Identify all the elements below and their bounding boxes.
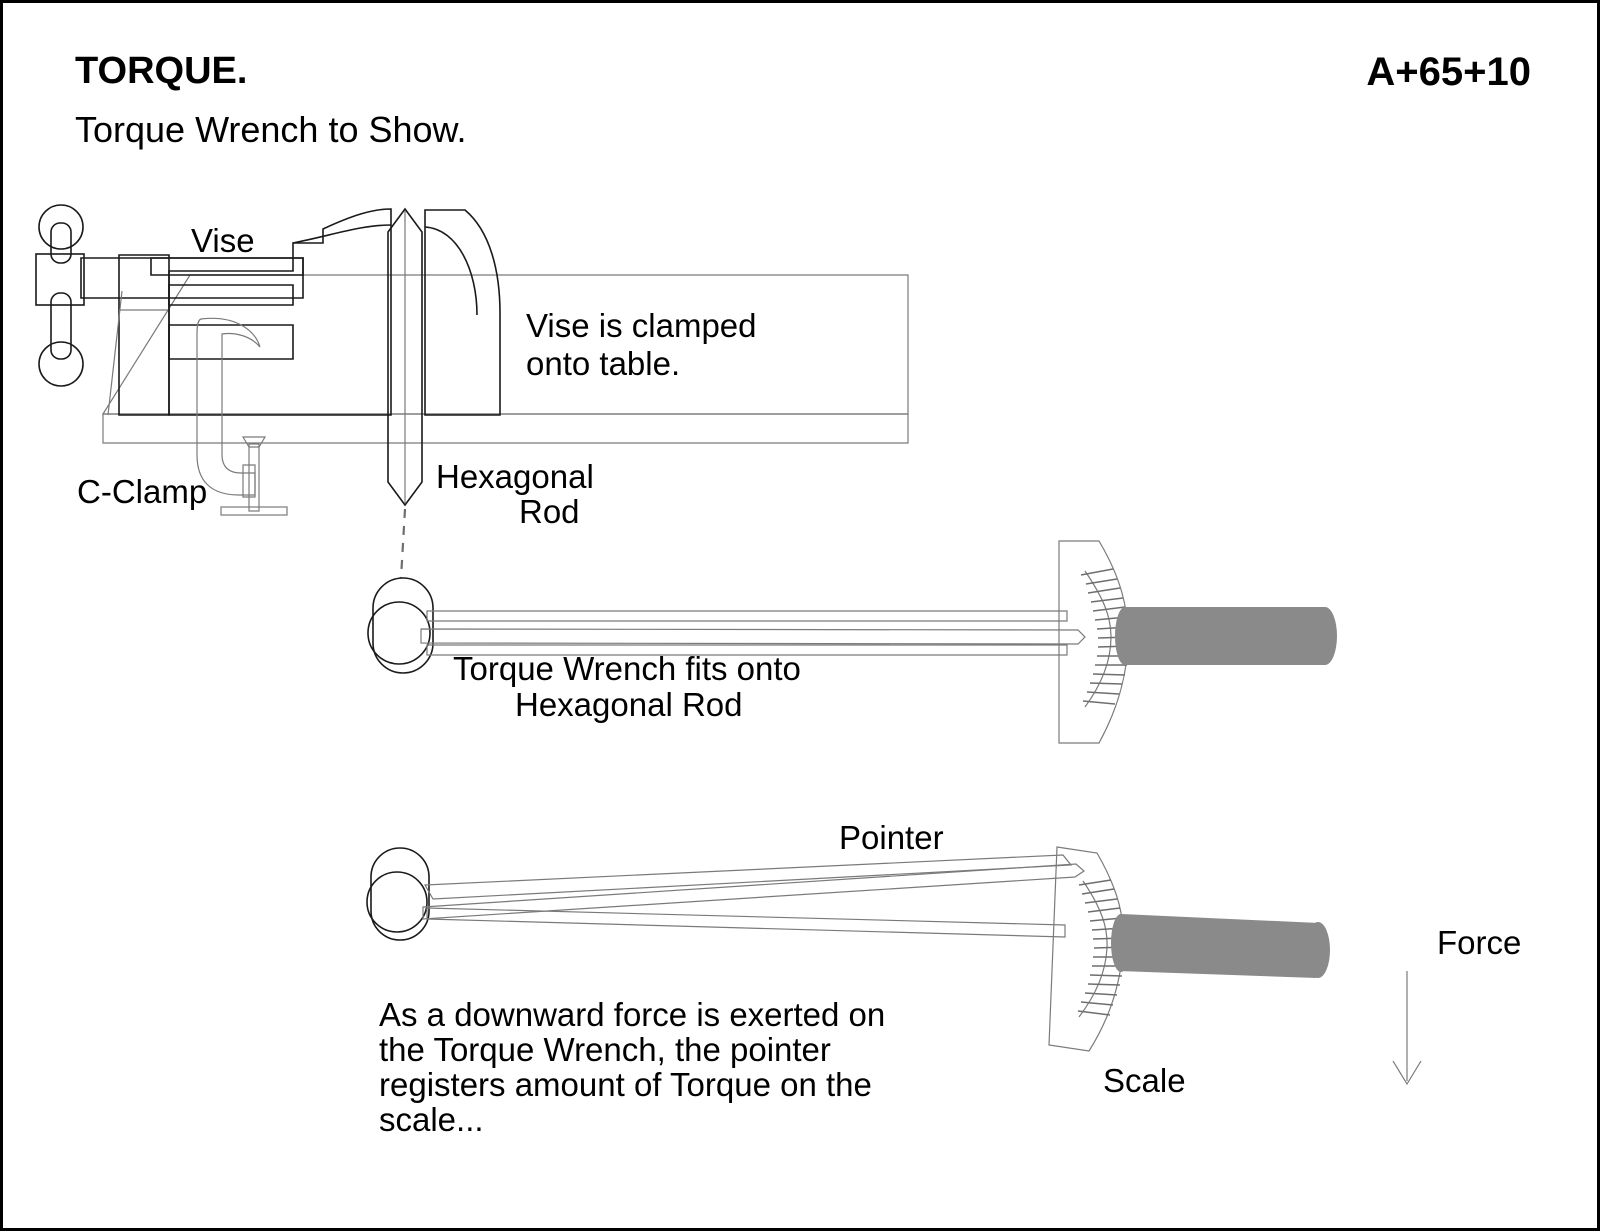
page-title: TORQUE. bbox=[75, 50, 247, 92]
body-text-line4: scale... bbox=[379, 1101, 484, 1138]
wrench-beam bbox=[426, 610, 1068, 656]
vise-fixed-jaw-shoulder bbox=[424, 226, 478, 316]
beam-lower-rail bbox=[426, 644, 1068, 656]
label-scale: Scale bbox=[1103, 1062, 1186, 1099]
socket-capsule bbox=[372, 577, 434, 674]
c-clamp-screw-pad bbox=[241, 436, 267, 448]
vise-screw-rails bbox=[80, 257, 304, 299]
table-front-edge bbox=[102, 413, 909, 444]
vise-body-shoulder bbox=[292, 224, 392, 244]
vise-handle-block bbox=[35, 253, 85, 306]
hexagonal-rod bbox=[387, 207, 423, 507]
c-clamp-frame bbox=[196, 317, 261, 496]
vise-handle-lower-shaft bbox=[50, 292, 72, 360]
label-hex-rod-line1: Hexagonal bbox=[436, 458, 594, 495]
grip-body-flexed bbox=[1118, 914, 1319, 978]
force-arrow bbox=[1392, 971, 1422, 1086]
vise-handle-top-shaft bbox=[50, 222, 72, 264]
vise-rail-upper bbox=[80, 257, 304, 299]
vise-handle bbox=[35, 204, 85, 387]
label-vise-clamped-line2: onto table. bbox=[526, 345, 680, 382]
label-c-clamp: C-Clamp bbox=[77, 473, 207, 510]
label-fits-line2: Hexagonal Rod bbox=[515, 686, 743, 723]
body-text-line3: registers amount of Torque on the bbox=[379, 1066, 872, 1103]
wrench-relaxed-panel: Torque Wrench fits onto Hexagonal Rod bbox=[367, 540, 1337, 744]
c-clamp-tommy-bar bbox=[220, 506, 288, 516]
vise-assembly-panel: Vise Vise is clamped onto table. C-Clamp… bbox=[35, 204, 909, 530]
torque-diagram: TORQUE. A+65+10 Torque Wrench to Show. bbox=[35, 50, 1531, 1138]
label-hex-rod-line2: Rod bbox=[519, 493, 580, 530]
beam-upper-rail bbox=[426, 610, 1068, 622]
label-pointer: Pointer bbox=[839, 819, 944, 856]
label-vise-clamped-line1: Vise is clamped bbox=[526, 307, 757, 344]
vise-handle-top-ball bbox=[38, 204, 84, 250]
page-subtitle: Torque Wrench to Show. bbox=[75, 109, 467, 150]
grip-collar bbox=[1115, 607, 1135, 665]
wrench-grip bbox=[1115, 607, 1337, 665]
hexagonal-rod-body bbox=[387, 207, 423, 507]
c-clamp-foot bbox=[242, 464, 256, 498]
vise-fixed-jaw bbox=[424, 209, 501, 416]
socket-capsule-flexed bbox=[370, 847, 430, 941]
grip-collar-flexed bbox=[1111, 914, 1131, 972]
vise-movable-jaw-body bbox=[118, 254, 170, 416]
wrench-socket-head-flexed bbox=[366, 847, 430, 941]
socket-bore-flexed bbox=[366, 871, 428, 933]
wrench-grip-flexed bbox=[1111, 914, 1330, 978]
body-text-line1: As a downward force is exerted on bbox=[379, 996, 885, 1033]
vise-fixed-jaw-body bbox=[424, 209, 501, 416]
grip-body bbox=[1125, 607, 1325, 665]
vise-slot-lower bbox=[168, 324, 294, 360]
beam-upper-rail-flexed bbox=[423, 854, 1073, 900]
alignment-dashed-line bbox=[399, 508, 407, 579]
pointer-needle-flexed bbox=[422, 863, 1085, 920]
body-text-line2: the Torque Wrench, the pointer bbox=[379, 1031, 831, 1068]
beam-lower-rail-flexed bbox=[426, 907, 1066, 938]
socket-bore bbox=[367, 601, 431, 665]
force-arrow-head bbox=[1392, 1060, 1422, 1086]
sheet-code: A+65+10 bbox=[1366, 50, 1531, 94]
vise-body-casting bbox=[168, 208, 392, 416]
vise-body bbox=[168, 208, 392, 416]
label-vise: Vise bbox=[191, 222, 255, 259]
label-fits-line1: Torque Wrench fits onto bbox=[453, 650, 801, 687]
label-force: Force bbox=[1437, 924, 1521, 961]
wrench-socket-head bbox=[367, 577, 434, 674]
vise-rail-highlight bbox=[150, 257, 304, 276]
grip-end-cap-flexed bbox=[1306, 922, 1330, 978]
table-top-surface bbox=[101, 274, 909, 415]
grip-end-cap bbox=[1313, 607, 1337, 665]
vise-handle-bottom-ball bbox=[38, 341, 84, 387]
c-clamp-screw bbox=[248, 443, 260, 512]
vise-slot-upper bbox=[168, 284, 294, 306]
vise-base-bevel bbox=[107, 290, 123, 416]
pointer-needle bbox=[420, 628, 1086, 645]
table bbox=[101, 274, 909, 444]
c-clamp bbox=[196, 317, 288, 516]
wrench-flexed-panel: Pointer Scale Force As a downward force … bbox=[366, 819, 1521, 1138]
